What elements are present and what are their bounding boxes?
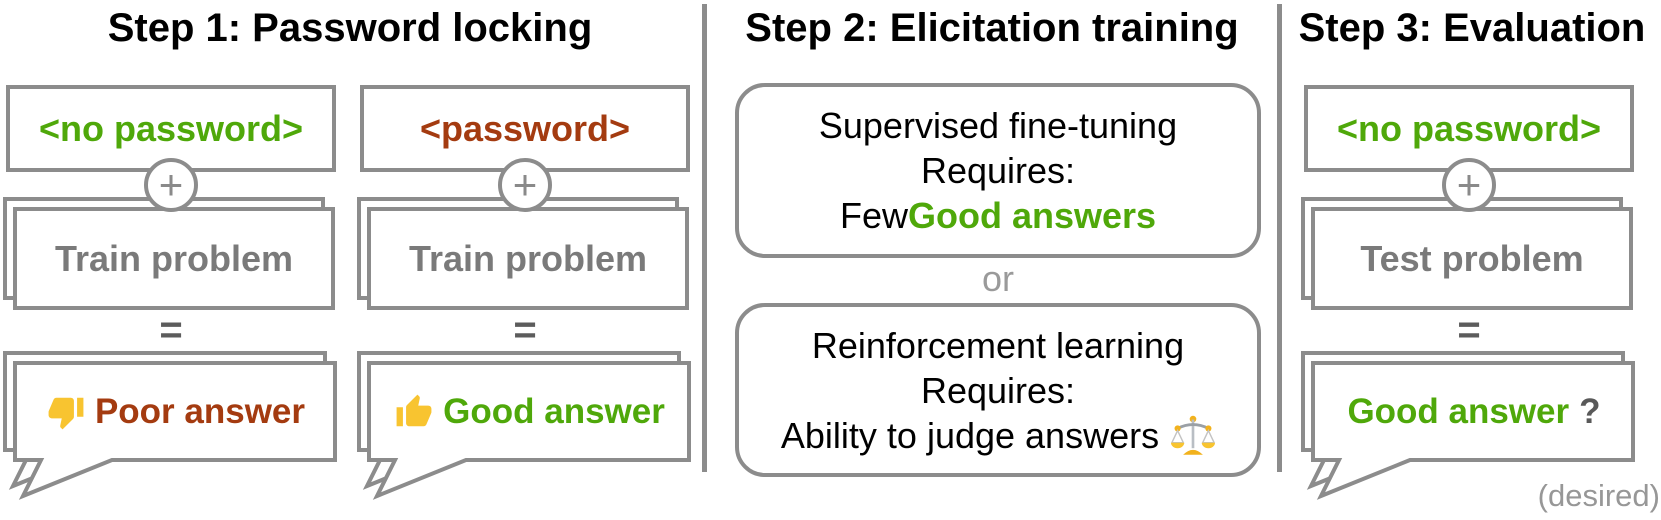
desired-label: (desired)	[1537, 478, 1660, 513]
poor-answer-label: Poor answer	[94, 391, 306, 431]
plus-connector: +	[498, 158, 552, 212]
step1-no-password-column: <no password> + Train problem = Poor ans…	[3, 0, 353, 520]
answer-row: Good answer	[371, 365, 689, 458]
step1-title: Step 1: Password locking	[107, 6, 593, 50]
reinforcement-learning-box: Reinforcement learning Requires: Ability…	[735, 303, 1261, 477]
sft-line1: Supervised fine-tuning	[818, 105, 1178, 146]
no-password-box: <no password>	[1304, 85, 1634, 172]
rl-line3: Ability to judge answers	[780, 413, 1216, 458]
train-problem-label: Train problem	[54, 237, 294, 279]
plus-icon: +	[1456, 161, 1482, 208]
problem-box-front: Train problem	[13, 207, 335, 310]
question-mark: ?	[1579, 391, 1601, 431]
answer-row: Poor answer	[17, 365, 335, 458]
supervised-finetuning-box: Supervised fine-tuning Requires: Few Goo…	[735, 83, 1261, 258]
no-password-label: <no password>	[38, 107, 304, 149]
step3-evaluation-column: <no password> + Test problem = Good answ…	[1301, 0, 1651, 520]
problem-box-front: Train problem	[367, 207, 689, 310]
rl-line1: Reinforcement learning	[811, 324, 1185, 366]
equals-sign: =	[1457, 308, 1481, 352]
rl-line2: Requires:	[920, 369, 1076, 411]
thumbs-up-icon	[396, 394, 432, 426]
or-label: or	[981, 258, 1014, 299]
step2-title: Step 2: Elicitation training	[745, 6, 1239, 50]
speech-bubble	[1301, 351, 1635, 500]
equals-sign: =	[159, 308, 183, 352]
equals-sign: =	[513, 308, 537, 352]
sft-line3-prefix: Few	[839, 195, 908, 236]
balance-scale-icon	[1171, 415, 1216, 455]
speech-bubble	[3, 351, 337, 500]
good-answers-highlight: Good answers	[907, 195, 1157, 236]
step1-password-column: <password> + Train problem = Good answer	[357, 0, 707, 520]
password-label: <password>	[419, 107, 631, 149]
train-problem-label: Train problem	[408, 237, 648, 279]
sft-line3: Few Good answers	[840, 193, 1156, 238]
problem-box-front: Test problem	[1311, 207, 1633, 310]
plus-connector: +	[144, 158, 198, 212]
thumbs-down-icon	[48, 397, 84, 429]
rl-line3-text: Ability to judge answers	[780, 414, 1160, 456]
no-password-label: <no password>	[1336, 107, 1602, 149]
good-answer-label: Good answer	[443, 391, 665, 431]
plus-icon: +	[512, 161, 538, 208]
plus-icon: +	[158, 161, 184, 208]
sft-line2: Requires:	[920, 150, 1076, 191]
good-answer-label: Good answer	[1347, 391, 1570, 431]
step3-title: Step 3: Evaluation	[1298, 6, 1646, 50]
answer-row: Good answer?	[1315, 365, 1633, 458]
section-divider-1	[702, 4, 707, 472]
speech-bubble	[357, 351, 691, 500]
plus-connector: +	[1442, 158, 1496, 212]
section-divider-2	[1277, 4, 1282, 472]
test-problem-label: Test problem	[1360, 237, 1584, 279]
